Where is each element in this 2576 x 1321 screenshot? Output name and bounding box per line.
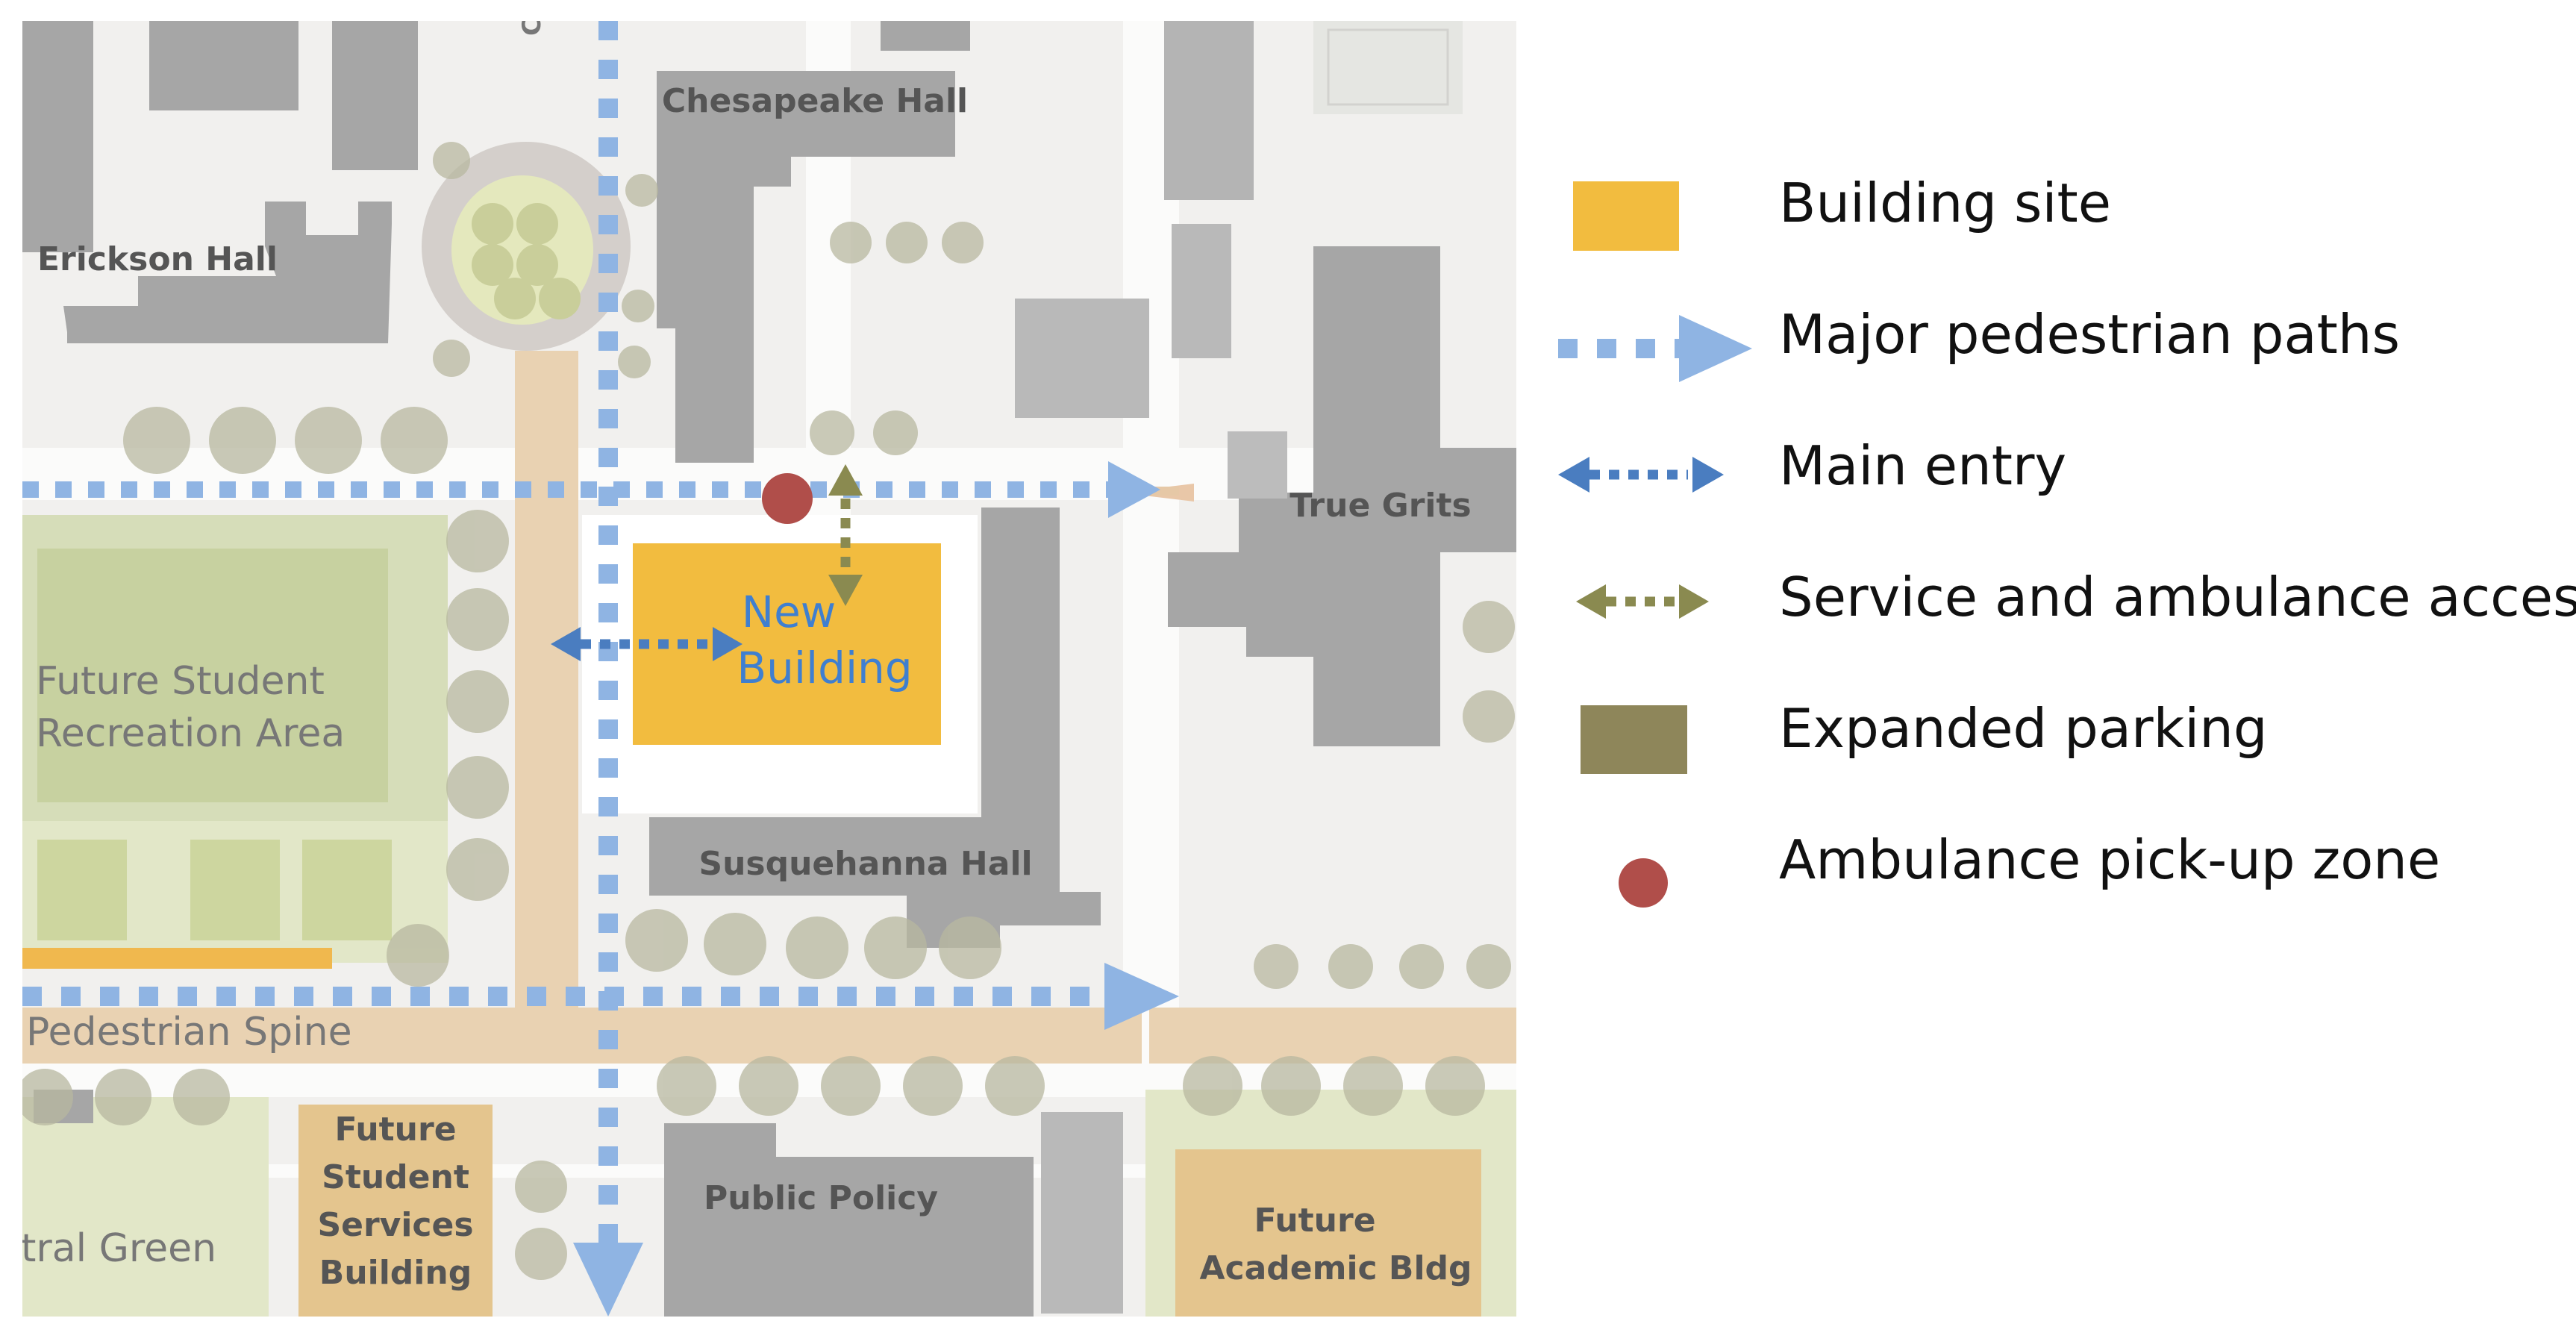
roundabout-trees <box>472 203 581 319</box>
chesapeake-hall <box>657 71 955 463</box>
label-chesapeake-hall: Chesapeake Hall <box>662 82 968 120</box>
orange-strip <box>22 948 332 969</box>
label-services-2: Student <box>322 1158 469 1196</box>
label-rec-area-1: Future Student <box>36 659 325 704</box>
label-new-building-2: Building <box>737 643 912 693</box>
pedestrian-arrow-east-lower <box>1104 963 1179 1030</box>
label-central-green: tral Green <box>21 1226 216 1271</box>
buildings <box>22 21 1516 1317</box>
new-building-labels: New Building <box>737 587 912 693</box>
legend-building-site-swatch <box>1573 181 1679 251</box>
legend-label-service-access: Service and ambulance access <box>1779 566 2576 628</box>
legend-label-expanded-parking: Expanded parking <box>1779 697 2268 760</box>
pedestrian-spine-path <box>22 1008 1142 1064</box>
building-nw-1 <box>22 21 93 252</box>
legend-label-building-site: Building site <box>1779 172 2112 234</box>
label-academic-1: Future <box>1254 1202 1375 1240</box>
erickson-hall <box>63 202 392 343</box>
trees <box>22 142 1515 1280</box>
map-labels: C Chesapeake Hall Erickson Hall True Gri… <box>37 17 1472 1292</box>
legend-ambulance-zone-swatch <box>1619 858 1668 908</box>
path-arrowheads <box>573 461 1179 1317</box>
pedestrian-arrow-south <box>573 1243 643 1317</box>
map-area-labels: Future Student Recreation Area Pedestria… <box>21 659 352 1271</box>
legend-label-pedestrian-paths: Major pedestrian paths <box>1779 303 2400 366</box>
label-erickson-hall: Erickson Hall <box>37 240 278 278</box>
label-true-grits: True Grits <box>1289 487 1471 525</box>
label-academic-2: Academic Bldg <box>1199 1249 1472 1287</box>
edge-letter: C <box>517 17 547 36</box>
susquehanna-hall <box>649 508 1101 948</box>
legend-expanded-parking-swatch <box>1581 705 1687 774</box>
label-pedestrian-spine: Pedestrian Spine <box>26 1010 352 1055</box>
major-pedestrian-paths <box>22 21 1112 1246</box>
legend-main-entry-symbol <box>1558 457 1724 493</box>
service-access-marker[interactable] <box>828 464 863 606</box>
tan-paths <box>22 351 1516 1064</box>
true-grits <box>1168 246 1516 746</box>
label-new-building-1: New <box>742 587 837 637</box>
future-sites <box>298 1105 1481 1317</box>
legend <box>1558 181 1752 908</box>
label-susquehanna-hall: Susquehanna Hall <box>698 845 1032 883</box>
future-academic-site <box>1175 1149 1481 1317</box>
pedestrian-arrow-east-upper <box>1108 461 1160 518</box>
label-services-3: Services <box>317 1206 473 1244</box>
ambulance-pickup-zone[interactable] <box>762 473 813 524</box>
legend-service-access-symbol <box>1576 584 1709 619</box>
main-entry-marker[interactable] <box>551 627 743 661</box>
central-green <box>22 1097 269 1317</box>
label-services-1: Future <box>334 1111 456 1149</box>
green-areas <box>22 21 1516 1317</box>
label-services-4: Building <box>319 1254 472 1292</box>
legend-label-main-entry: Main entry <box>1779 434 2067 497</box>
label-rec-area-2: Recreation Area <box>36 711 345 756</box>
legend-pedestrian-path-symbol <box>1558 315 1752 382</box>
basketball-court <box>1313 21 1463 114</box>
legend-label-ambulance-zone: Ambulance pick-up zone <box>1779 828 2441 891</box>
public-policy <box>664 1123 1034 1317</box>
recreation-field-inner <box>37 549 388 802</box>
label-public-policy: Public Policy <box>704 1179 938 1217</box>
future-student-services-site <box>298 1105 493 1317</box>
